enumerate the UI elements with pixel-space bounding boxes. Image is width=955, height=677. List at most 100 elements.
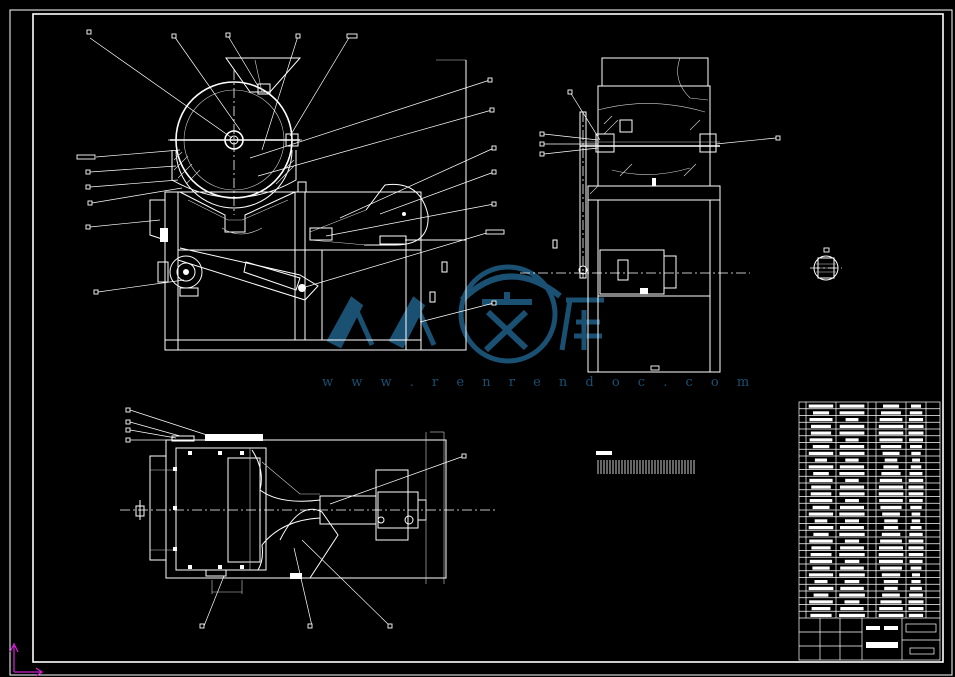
parts-list-cell-text	[840, 607, 864, 611]
parts-list-cell-text	[881, 472, 901, 476]
parts-list-cell-text	[909, 411, 923, 415]
parts-list-cell-text	[808, 404, 834, 408]
parts-list-cell-text	[839, 532, 865, 536]
plan-view	[120, 407, 495, 629]
parts-list-cell-text	[845, 478, 859, 482]
parts-list-cell-text	[839, 451, 865, 455]
parts-list-cell-text	[908, 485, 924, 489]
parts-list-cell-text	[909, 559, 923, 563]
parts-list-cell-text	[884, 519, 898, 523]
parts-list-cell-text	[840, 586, 864, 590]
parts-list-cell-text	[812, 505, 830, 509]
parts-list-cell-text	[908, 600, 924, 604]
parts-list-cell-text	[811, 424, 831, 428]
parts-list-cell-text	[883, 580, 899, 584]
parts-list-cell-text	[878, 553, 904, 557]
parts-list-cell-text	[809, 559, 833, 563]
parts-list-cell-text	[840, 526, 864, 530]
parts-list-cell-text	[909, 438, 923, 442]
parts-list-cell-text	[911, 580, 921, 584]
watermark-url: w w w . r e n r e n d o c . c o m	[322, 375, 756, 390]
parts-list-cell-text	[808, 451, 834, 455]
parts-list-cell-text	[810, 553, 832, 557]
parts-list-cell-text	[878, 431, 904, 435]
parts-list-cell-text	[880, 539, 902, 543]
parts-list-cell-text	[844, 600, 860, 604]
parts-list-cell-text	[839, 465, 865, 469]
parts-list-cell-text	[879, 607, 903, 611]
parts-list-cell-text	[845, 438, 859, 442]
parts-list-cell-text	[879, 418, 903, 422]
parts-list-cell-text	[810, 431, 832, 435]
title-block	[799, 617, 940, 660]
parts-list-cell-text	[811, 607, 831, 611]
parts-list-cell-text	[840, 546, 864, 550]
parts-list-cell-text	[839, 411, 865, 415]
parts-list-cell-text	[910, 465, 922, 469]
parts-list-cell-text	[878, 492, 904, 496]
parts-list-cell-text	[812, 445, 830, 449]
parts-list-cell-text	[882, 512, 900, 516]
parts-list-cell-text	[810, 613, 832, 617]
ucs-axis-icon	[9, 642, 44, 677]
parts-list-cell-text	[911, 451, 921, 455]
parts-list-cell-text	[908, 546, 924, 550]
parts-list-cell-text	[908, 424, 924, 428]
parts-list-cell-text	[813, 472, 829, 476]
parts-list-cell-text	[909, 593, 923, 597]
parts-list-cell-text	[883, 465, 899, 469]
parts-list-cell-text	[839, 492, 865, 496]
parts-list-cell-text	[839, 424, 865, 428]
parts-list-cell-text	[882, 593, 900, 597]
parts-list-cell-text	[880, 566, 902, 570]
parts-list-cell-text	[880, 445, 902, 449]
parts-list-cell-text	[809, 478, 833, 482]
parts-list-cell-text	[910, 526, 922, 530]
parts-list-cell-text	[908, 431, 924, 435]
parts-list-cell-text	[808, 465, 834, 469]
parts-list-cell-text	[811, 546, 831, 550]
parts-list-cell-text	[908, 613, 924, 617]
side-view	[520, 57, 781, 373]
parts-list-cell-text	[839, 445, 865, 449]
parts-list-cell-text	[883, 526, 899, 530]
parts-list-cell-text	[839, 613, 865, 617]
parts-list-cell-text	[845, 458, 859, 462]
parts-list-cell-text	[839, 593, 865, 597]
parts-list-cell-text	[909, 499, 923, 503]
detail-view	[810, 247, 842, 281]
parts-list-cell-text	[814, 458, 827, 462]
parts-list-cell-text	[882, 451, 900, 455]
parts-list-cell-text	[879, 438, 903, 442]
sheet-border	[9, 9, 953, 676]
parts-list-cell-text	[840, 505, 864, 509]
parts-list-cell-text	[845, 499, 859, 503]
parts-list-cell-text	[810, 492, 832, 496]
parts-list-cell-text	[839, 485, 865, 489]
parts-list-cell-text	[845, 519, 859, 523]
parts-list-cell-text	[879, 559, 903, 563]
parts-list-cell-text	[809, 499, 833, 503]
parts-list-cell-text	[881, 573, 901, 577]
parts-list-cell-text	[878, 485, 904, 489]
parts-list-cell-text	[814, 519, 828, 523]
parts-list-cell-text	[908, 607, 924, 611]
parts-list-cell-text	[909, 472, 923, 476]
parts-list-cell-text	[840, 566, 864, 570]
parts-list-cell-text	[845, 418, 859, 422]
parts-list-cell-text	[909, 532, 923, 536]
parts-list-cell-text	[879, 499, 903, 503]
parts-list-cell-text	[811, 485, 831, 489]
parts-list-cell-text	[908, 553, 924, 557]
parts-list-cell-text	[878, 424, 904, 428]
parts-list-cell-text	[844, 539, 860, 543]
parts-list-cell-text	[839, 512, 865, 516]
parts-list-cell-text	[814, 580, 828, 584]
parts-list-cell-text	[911, 519, 921, 523]
parts-list-cell-text	[911, 512, 921, 516]
parts-list-cell-text	[809, 418, 833, 422]
parts-list-cell-text	[908, 478, 924, 482]
parts-list-cell-text	[910, 566, 922, 570]
